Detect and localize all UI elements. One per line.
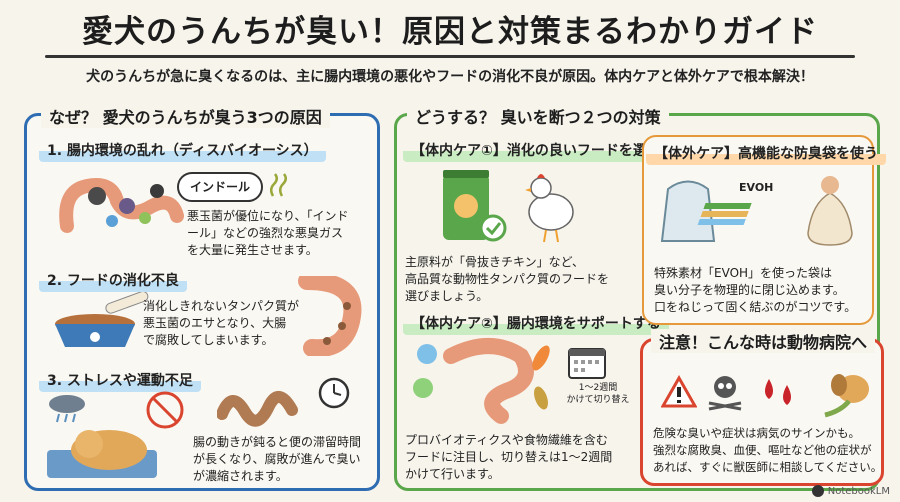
cause-2-text: 消化しきれないタンパク質が 悪玉菌のエサとなり、大腸 で腐敗してしまいます。 [143,299,300,347]
cause-3-label: 3. ストレスや運動不足 [39,368,201,392]
indole-bubble-text: インドール [189,180,250,194]
skull-crossbones-icon [708,376,742,411]
solutions-heading: どうする？ 臭いを断つ２つの対策 [407,104,669,128]
internal-care-2-text: プロバイオティクスや食物繊維を含む フードに注目し、切り替えは1〜2週間 かけて… [405,433,613,481]
cause-1-label: 1. 腸内環境の乱れ（ディスバイオーシス） [39,138,326,162]
stink-lines-icon [270,173,287,197]
notebooklm-logo-icon [811,485,824,497]
intestine-bacteria-icon [59,178,184,233]
external-care-label: 【体外ケア】高機能な防臭袋を使う [646,141,886,165]
causes-heading: なぜ？ 愛犬のうんちが臭う3つの原因 [41,104,330,128]
cause-2-label: 2. フードの消化不良 [39,268,187,292]
cause-1-text: 悪玉菌が優位になり、「インド ール」などの強烈な悪臭ガス を大量に発生させます。 [187,209,349,257]
clock-icon [318,377,350,409]
notebooklm-watermark: NotebookLM [811,485,890,497]
warning-panel: 注意！こんな時は動物病院へ 危険な臭いや症状は病気のサインかも。 強烈な腐敗臭、… [640,329,884,486]
internal-care-1-label: 【体内ケア①】消化の良いフードを選ぶ [403,138,669,162]
sick-dog-icon [824,374,869,418]
indole-bubble: インドール [177,172,263,202]
dog-food-bag-icon [443,170,507,242]
chicken-icon [525,174,574,243]
dog-food-bowl-icon [55,292,149,347]
warning-triangle-icon [661,375,697,408]
slow-intestine-icon [217,391,298,427]
odor-proof-bag-icon [660,180,752,242]
evoh-tag: EVOH [739,181,774,194]
no-exercise-icon [146,391,184,429]
title-divider [45,55,855,58]
external-care-panel: 【体外ケア】高機能な防臭袋を使う EVOH 特殊素材「EVOH」を使った袋は 臭… [642,135,886,325]
page-title: 愛犬のうんちが臭い！原因と対策まるわかりガイド [82,14,818,50]
blood-drops-icon [765,379,791,405]
warning-text: 危険な臭いや症状は病気のサインかも。 強烈な腐敗臭、血便、嘔吐など他の症状が あ… [653,426,883,474]
probiotic-intestine-icon [413,338,550,424]
sleeping-dog-icon [47,395,157,478]
external-care-text: 特殊素材「EVOH」を使った袋は 臭い分子を物理的に閉じ込めます。 口をねじって… [654,266,857,314]
warning-heading: 注意！こんな時は動物病院へ [651,329,876,353]
tied-bag-icon [807,176,853,246]
internal-care-2-label: 【体内ケア②】腸内環境をサポートする [403,311,669,335]
causes-panel: なぜ？ 愛犬のうんちが臭う3つの原因 1. 腸内環境の乱れ（ディスバイオーシス）… [24,104,380,491]
solutions-panel: どうする？ 臭いを断つ２つの対策 【体内ケア①】消化の良いフードを選ぶ 主原料が… [394,104,880,491]
internal-care-1-text: 主原料が「骨抜きチキン」など、 高品質な動物性タンパク質のフードを 選びましょう… [405,255,610,303]
cause-3-text: 腸の動きが鈍ると便の滞留時間 が長くなり、腐敗が進んで臭い が濃縮されます。 [193,435,362,483]
colon-icon [298,276,362,356]
calendar-icon [568,348,606,379]
page-subtitle: 犬のうんちが急に臭くなるのは、主に腸内環境の悪化やフードの消化不良が原因。体内ケ… [86,69,814,85]
calendar-caption: 1〜2週間 かけて切り替え [566,383,630,405]
